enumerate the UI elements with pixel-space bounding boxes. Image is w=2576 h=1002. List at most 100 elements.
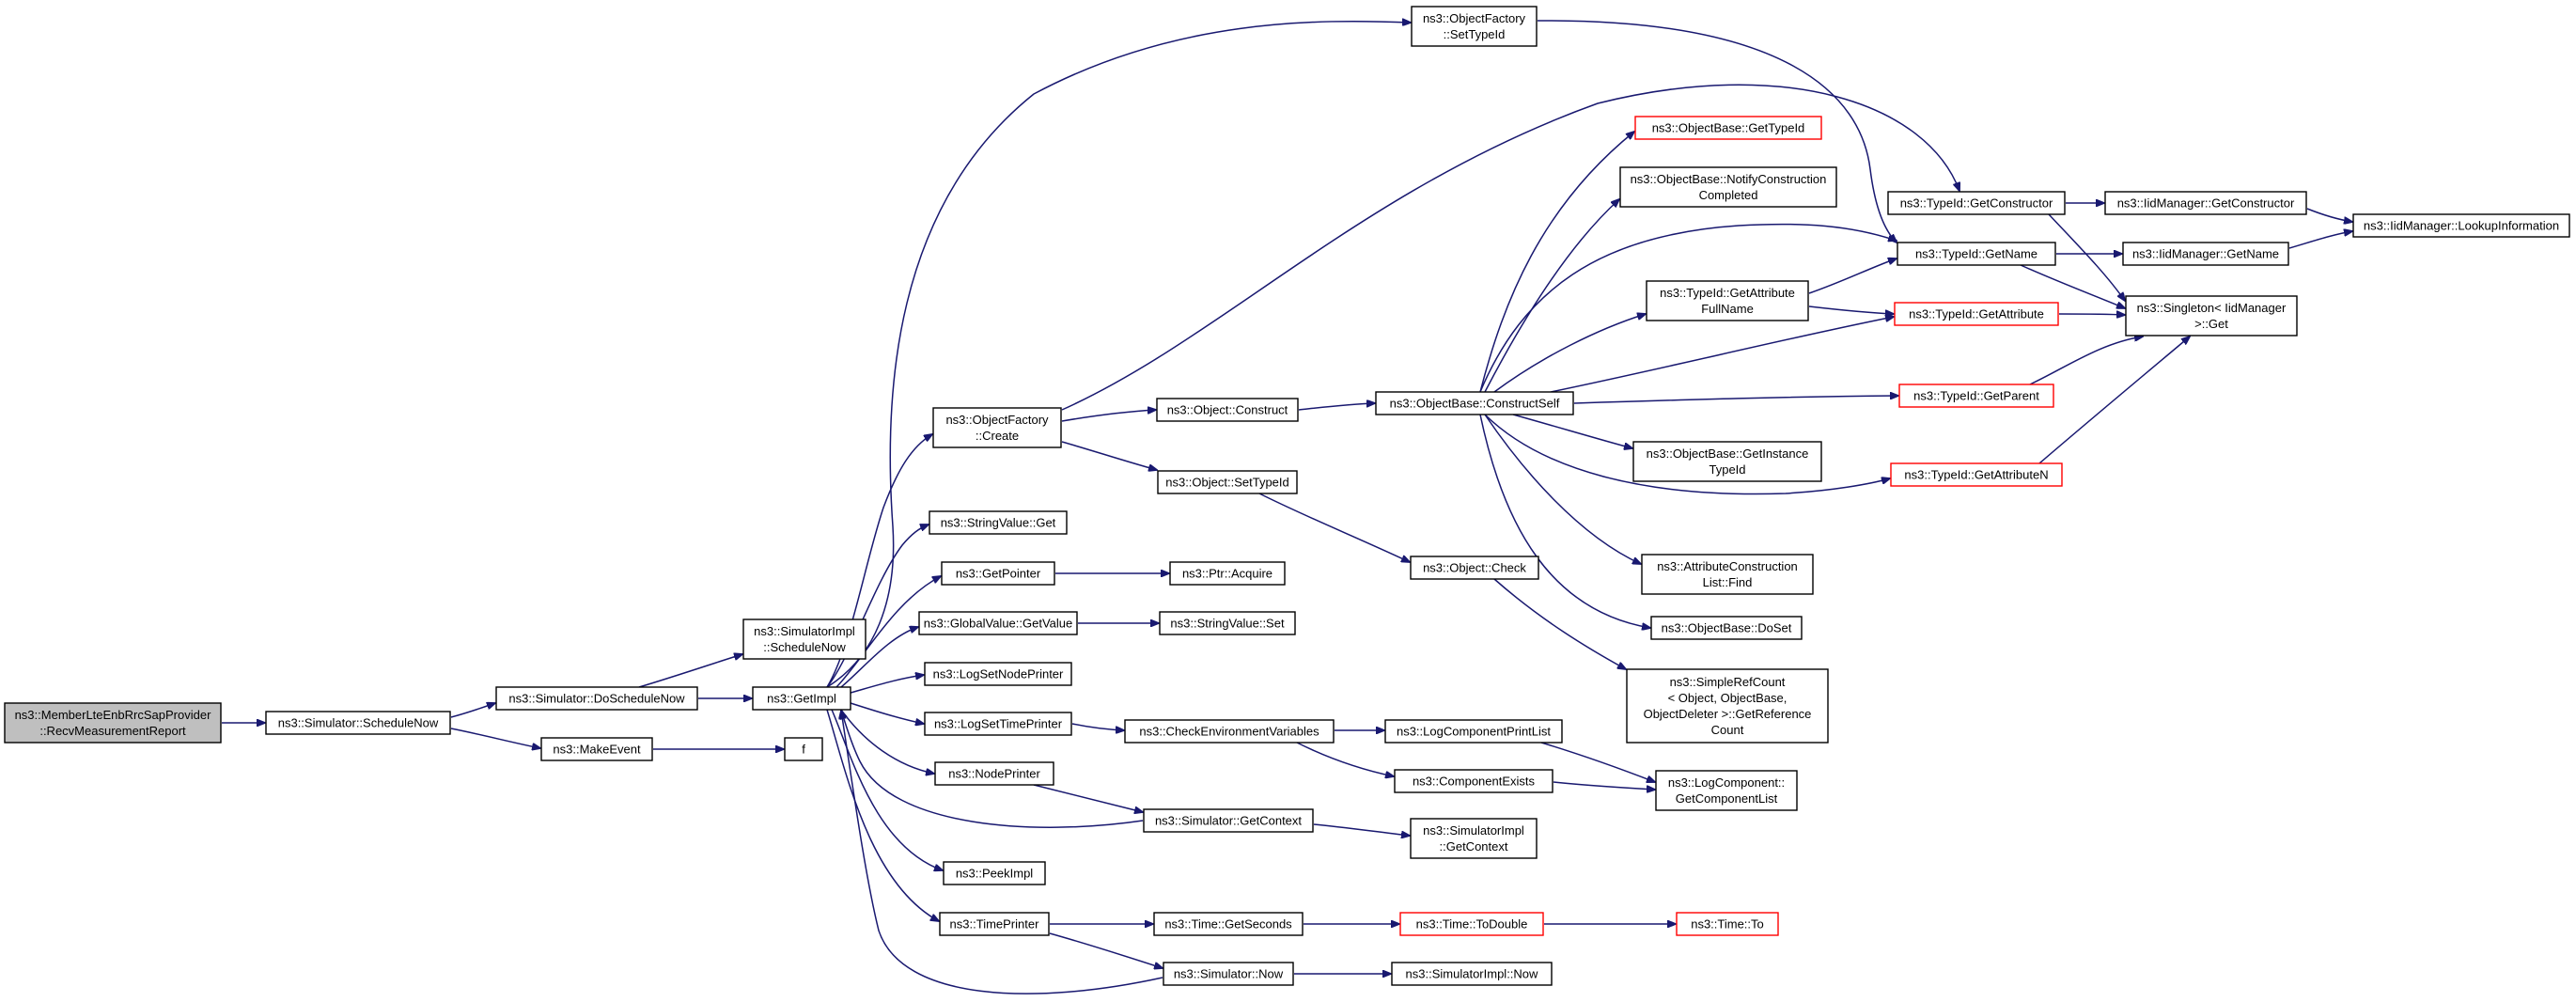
node-log-set-time-printer[interactable]: ns3::LogSetTimePrinter	[924, 712, 1072, 736]
node-make-event[interactable]: ns3::MakeEvent	[540, 737, 653, 761]
node-simimpl-sched-now[interactable]: ns3::SimulatorImpl::ScheduleNow	[742, 618, 866, 660]
edge-get_impl-to-log_set_time_printer	[850, 702, 924, 724]
node-label-line: Completed	[1699, 188, 1758, 202]
node-label-line: ns3::Time::GetSeconds	[1164, 917, 1292, 932]
node-objbase-notify[interactable]: ns3::ObjectBase::NotifyConstructionCompl…	[1619, 166, 1837, 208]
edge-node_printer-to-sim_getcontext	[1033, 784, 1143, 812]
node-time-todouble[interactable]: ns3::Time::ToDouble	[1399, 912, 1544, 936]
node-objbase-constructself[interactable]: ns3::ObjectBase::ConstructSelf	[1375, 391, 1574, 415]
node-typeid-getattributen[interactable]: ns3::TypeId::GetAttributeN	[1890, 462, 2063, 487]
node-log-component-getlist[interactable]: ns3::LogComponent::GetComponentList	[1655, 770, 1798, 811]
node-iidmgr-lookup[interactable]: ns3::IidManager::LookupInformation	[2352, 213, 2570, 238]
node-object-construct[interactable]: ns3::Object::Construct	[1156, 398, 1299, 422]
node-time-to[interactable]: ns3::Time::To	[1676, 912, 1779, 936]
edge-sched_now-to-do_sched_now	[450, 703, 495, 718]
node-simimpl-now[interactable]: ns3::SimulatorImpl::Now	[1391, 962, 1553, 986]
node-iidmgr-getconstructor[interactable]: ns3::IidManager::GetConstructor	[2104, 191, 2307, 215]
node-box	[1394, 769, 1553, 793]
node-globalvalue-getvalue[interactable]: ns3::GlobalValue::GetValue	[918, 611, 1078, 635]
node-label-line: ns3::GetImpl	[767, 692, 836, 706]
node-label-line: ns3::TypeId::GetAttributeN	[1904, 468, 2048, 482]
node-sched-now[interactable]: ns3::Simulator::ScheduleNow	[265, 711, 451, 735]
node-objfactory-settypeid[interactable]: ns3::ObjectFactory::SetTypeId	[1411, 6, 1538, 47]
node-get-pointer[interactable]: ns3::GetPointer	[941, 561, 1055, 586]
node-box	[918, 611, 1078, 635]
node-log-component-print-list[interactable]: ns3::LogComponentPrintList	[1384, 719, 1563, 744]
node-box	[934, 761, 1054, 786]
edge-objfactory_settypeid-to-typeid_getname	[1537, 20, 1897, 243]
node-box	[1894, 302, 2059, 326]
node-label-line: ns3::ObjectFactory	[945, 413, 1049, 427]
node-root[interactable]: ns3::MemberLteEnbRrcSapProvider::RecvMea…	[4, 702, 222, 744]
node-box	[752, 686, 851, 711]
node-box	[1650, 616, 1803, 640]
edge-objbase_constructself-to-typeid_getattrfullname	[1493, 314, 1646, 393]
edges-layer	[222, 21, 2352, 994]
node-label-line: ns3::IidManager::GetName	[2132, 247, 2279, 261]
node-f[interactable]: f	[784, 737, 823, 761]
node-iidmgr-getname[interactable]: ns3::IidManager::GetName	[2122, 242, 2289, 266]
node-box	[1890, 462, 2063, 487]
node-box	[1157, 470, 1298, 494]
node-label-line: < Object, ObjectBase,	[1668, 691, 1788, 705]
edge-iidmgr_getconstructor-to-iidmgr_lookup	[2306, 208, 2352, 222]
edge-objbase_constructself-to-attr_construction_list_find	[1484, 414, 1641, 564]
node-get-impl[interactable]: ns3::GetImpl	[752, 686, 851, 711]
node-time-printer[interactable]: ns3::TimePrinter	[939, 912, 1050, 936]
node-time-getseconds[interactable]: ns3::Time::GetSeconds	[1153, 912, 1304, 936]
node-label-line: Count	[1711, 723, 1744, 737]
node-label-line: ns3::Time::ToDouble	[1416, 917, 1528, 932]
node-sim-now[interactable]: ns3::Simulator::Now	[1163, 962, 1294, 986]
edge-sim_getcontext-to-simimpl_getcontext	[1313, 823, 1410, 836]
node-object-settypeid[interactable]: ns3::Object::SetTypeId	[1157, 470, 1298, 494]
node-simimpl-getcontext[interactable]: ns3::SimulatorImpl::GetContext	[1410, 818, 1538, 859]
node-log-set-node-printer[interactable]: ns3::LogSetNodePrinter	[924, 662, 1072, 686]
node-typeid-getattribute[interactable]: ns3::TypeId::GetAttribute	[1894, 302, 2059, 326]
node-box	[1641, 554, 1814, 595]
node-peek-impl[interactable]: ns3::PeekImpl	[943, 861, 1046, 885]
node-objbase-doset[interactable]: ns3::ObjectBase::DoSet	[1650, 616, 1803, 640]
node-typeid-getparent[interactable]: ns3::TypeId::GetParent	[1898, 384, 2054, 408]
node-box	[1153, 912, 1304, 936]
node-label-line: ns3::ObjectBase::DoSet	[1662, 621, 1792, 635]
node-stringvalue-get[interactable]: ns3::StringValue::Get	[929, 510, 1068, 535]
node-check-env-vars[interactable]: ns3::CheckEnvironmentVariables	[1124, 719, 1335, 744]
node-box	[1410, 556, 1539, 580]
node-typeid-getname[interactable]: ns3::TypeId::GetName	[1897, 242, 2056, 266]
node-label-line: ns3::Simulator::GetContext	[1155, 814, 1302, 828]
node-label-line: ns3::CheckEnvironmentVariables	[1139, 725, 1319, 739]
node-label-line: GetComponentList	[1676, 791, 1778, 806]
edge-object_settypeid-to-object_check	[1258, 493, 1410, 562]
node-box	[1898, 384, 2054, 408]
node-box	[495, 686, 698, 711]
node-object-check[interactable]: ns3::Object::Check	[1410, 556, 1539, 580]
node-do-sched-now[interactable]: ns3::Simulator::DoScheduleNow	[495, 686, 698, 711]
node-node-printer[interactable]: ns3::NodePrinter	[934, 761, 1054, 786]
node-component-exists[interactable]: ns3::ComponentExists	[1394, 769, 1553, 793]
node-box	[1676, 912, 1779, 936]
node-ptr-acquire[interactable]: ns3::Ptr::Acquire	[1169, 561, 1286, 586]
edge-object_check-to-simple_ref_count	[1493, 578, 1626, 669]
node-objfactory-create[interactable]: ns3::ObjectFactory::Create	[932, 407, 1062, 448]
node-box	[1897, 242, 2056, 266]
node-box	[1384, 719, 1563, 744]
node-label-line: ns3::TypeId::GetAttribute	[1909, 307, 2044, 321]
node-simple-ref-count[interactable]: ns3::SimpleRefCount< Object, ObjectBase,…	[1626, 668, 1829, 744]
node-label-line: ::RecvMeasurementReport	[39, 724, 186, 738]
node-label-line: ns3::TypeId::GetName	[1915, 247, 2037, 261]
edge-objbase_constructself-to-typeid_getattributen	[1484, 414, 1890, 495]
node-box	[1626, 668, 1829, 744]
node-stringvalue-set[interactable]: ns3::StringValue::Set	[1159, 611, 1296, 635]
node-box	[2104, 191, 2307, 215]
node-box	[1375, 391, 1574, 415]
node-objbase-gettypeid[interactable]: ns3::ObjectBase::GetTypeId	[1634, 116, 1822, 140]
node-label-line: ns3::AttributeConstruction	[1657, 559, 1798, 573]
node-sim-getcontext[interactable]: ns3::Simulator::GetContext	[1143, 808, 1314, 833]
node-label-line: ns3::Simulator::DoScheduleNow	[508, 692, 685, 706]
node-singleton-get[interactable]: ns3::Singleton< IidManager>::Get	[2125, 295, 2298, 337]
node-typeid-getconstructor[interactable]: ns3::TypeId::GetConstructor	[1887, 191, 2066, 215]
